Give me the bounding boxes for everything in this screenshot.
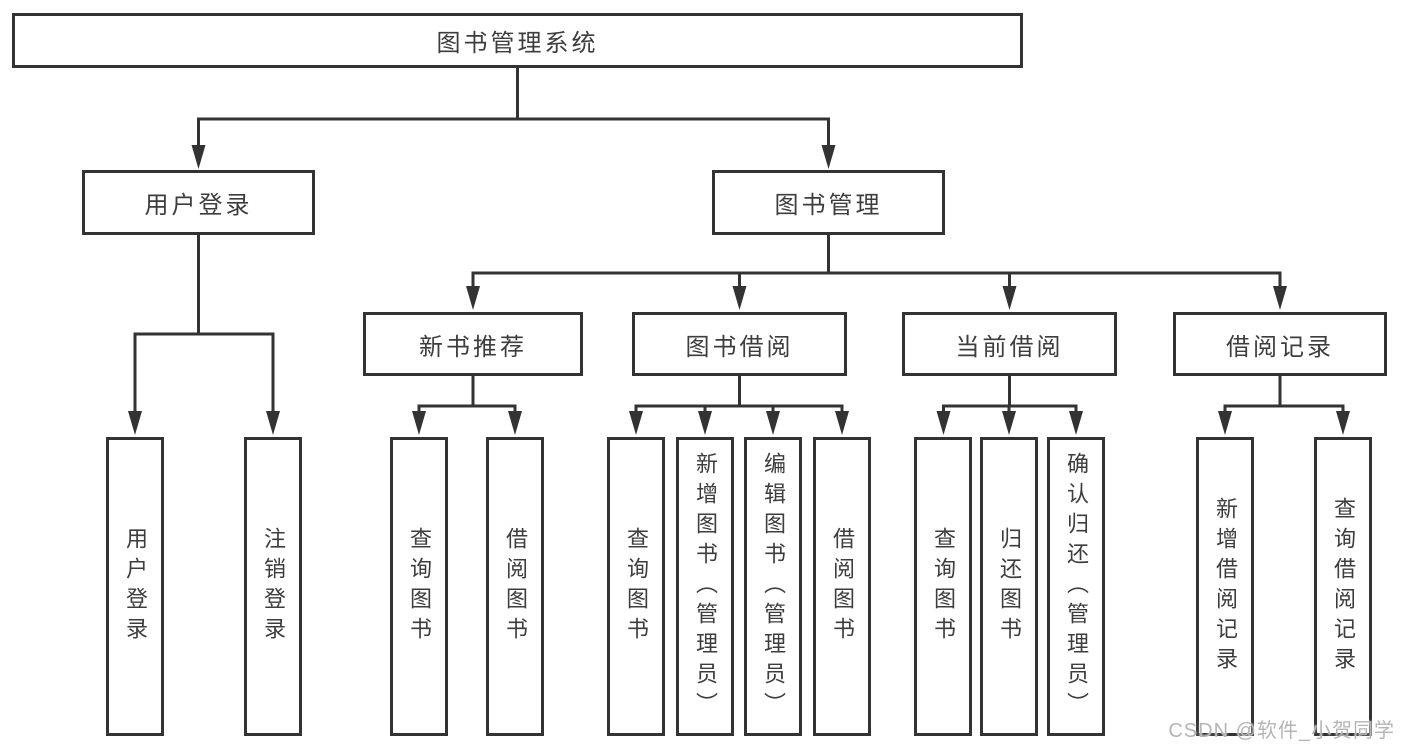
leaf-edit-book-admin: 编辑图书（管理员）	[744, 437, 802, 736]
node-root-label: 图书管理系统	[436, 30, 599, 57]
leaf-add-book-admin: 新增图书（管理员）	[676, 437, 734, 736]
node-book-management: 图书管理	[712, 170, 945, 235]
leaf-add-book-admin-label: 新增图书（管理员）	[693, 451, 718, 722]
node-current-borrow-label: 当前借阅	[955, 333, 1064, 361]
leaf-confirm-return-admin: 确认归还（管理员）	[1047, 437, 1105, 736]
node-book-borrow: 图书借阅	[632, 312, 847, 376]
leaf-return-book: 归还图书	[980, 437, 1038, 736]
node-borrow-records-label: 借阅记录	[1226, 333, 1334, 361]
leaf-borrow-book-recommend-label: 借阅图书	[503, 526, 528, 647]
leaf-query-book-recommend-label: 查询图书	[407, 526, 432, 647]
node-new-book-recommend: 新书推荐	[363, 312, 583, 376]
leaf-borrow-book: 借阅图书	[813, 437, 871, 736]
leaf-query-book-borrow: 查询图书	[607, 437, 665, 736]
node-user-login: 用户登录	[82, 170, 315, 235]
csdn-watermark: CSDN @软件_小贺同学	[1168, 720, 1395, 742]
leaf-logout: 注销登录	[244, 437, 302, 736]
leaf-user-login-label: 用户登录	[123, 526, 148, 647]
leaf-add-borrow-record: 新增借阅记录	[1196, 437, 1254, 736]
leaf-borrow-book-label: 借阅图书	[830, 526, 855, 647]
leaf-add-borrow-record-label: 新增借阅记录	[1213, 496, 1238, 677]
leaf-user-login: 用户登录	[106, 437, 164, 736]
node-root: 图书管理系统	[12, 13, 1023, 68]
node-current-borrow: 当前借阅	[902, 312, 1117, 376]
leaf-return-book-label: 归还图书	[997, 526, 1022, 647]
node-book-management-label: 图书管理	[774, 192, 883, 219]
node-book-borrow-label: 图书借阅	[685, 333, 794, 361]
leaf-query-borrow-record: 查询借阅记录	[1314, 437, 1372, 736]
leaf-query-book-recommend: 查询图书	[390, 437, 448, 736]
leaf-confirm-return-admin-label: 确认归还（管理员）	[1064, 451, 1089, 722]
leaf-query-book-borrow-label: 查询图书	[624, 526, 649, 647]
leaf-query-book-current: 查询图书	[914, 437, 972, 736]
node-borrow-records: 借阅记录	[1173, 312, 1387, 376]
leaf-logout-label: 注销登录	[261, 526, 286, 647]
arrowheads	[128, 145, 1350, 435]
leaf-edit-book-admin-label: 编辑图书（管理员）	[761, 451, 786, 722]
leaf-query-borrow-record-label: 查询借阅记录	[1331, 496, 1356, 677]
node-new-book-recommend-label: 新书推荐	[419, 333, 527, 361]
leaf-borrow-book-recommend: 借阅图书	[486, 437, 544, 736]
leaf-query-book-current-label: 查询图书	[931, 526, 956, 647]
node-user-login-label: 用户登录	[144, 192, 253, 219]
